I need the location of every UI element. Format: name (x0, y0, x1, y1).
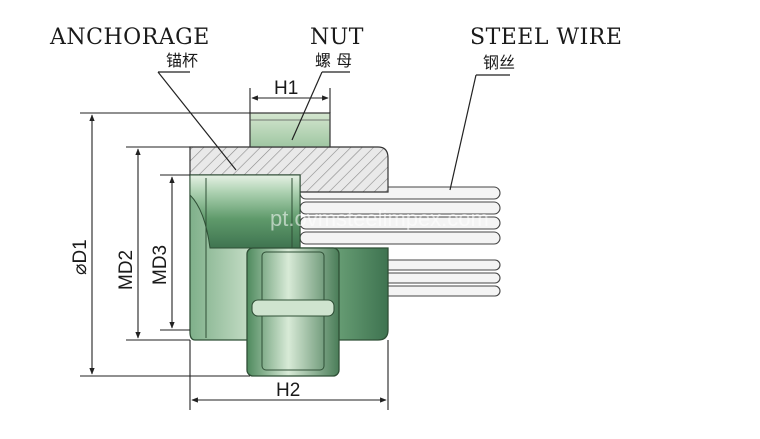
watermark: pt.ovmsteelimpex.com (270, 206, 489, 231)
dim-d1-label: ⌀D1 (70, 239, 91, 275)
dim-md2 (126, 146, 190, 341)
dim-h1 (249, 88, 331, 113)
label-wire-en: STEEL WIRE (470, 25, 622, 50)
dim-md3 (160, 174, 190, 331)
leader-lines (157, 71, 510, 191)
dim-h1-label: H1 (274, 78, 298, 99)
nut-front (246, 247, 340, 377)
dim-h2 (189, 340, 389, 410)
dim-d1 (80, 112, 250, 377)
nut-top (249, 112, 331, 148)
label-nut-en: NUT (310, 25, 364, 50)
label-anchorage-en: ANCHORAGE (49, 25, 210, 50)
label-nut-cn: 螺 母 (315, 51, 352, 70)
dim-h2-label: H2 (276, 380, 300, 401)
dim-md2-label: MD2 (116, 250, 137, 290)
dim-md3-label: MD3 (150, 245, 171, 285)
label-wire-cn: 钢丝 (483, 53, 515, 72)
label-anchorage-cn: 锚杯 (166, 51, 198, 70)
